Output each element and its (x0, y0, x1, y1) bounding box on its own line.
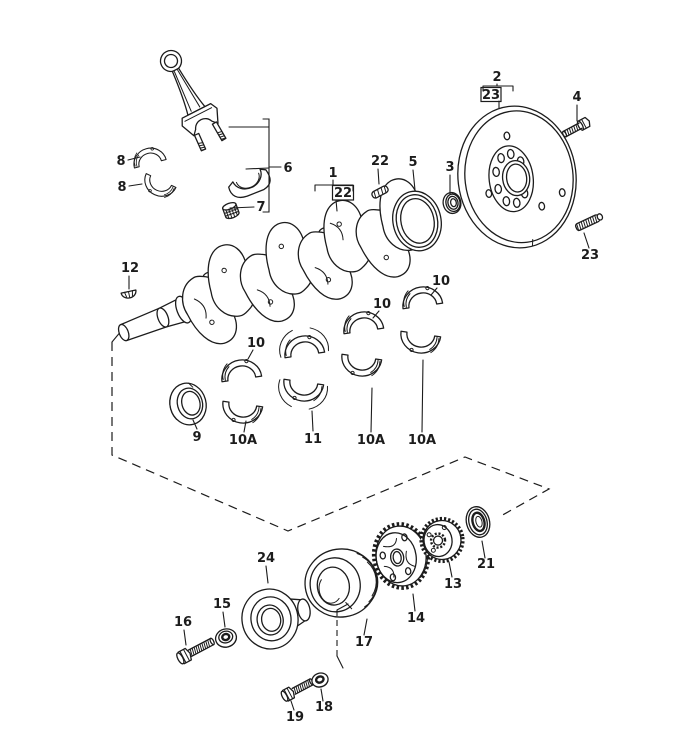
callout-16[interactable]: 16 (174, 615, 192, 630)
callout-box-22 (331, 184, 355, 201)
callout-3[interactable]: 3 (445, 160, 454, 175)
part-bushing-3 (442, 191, 462, 215)
callout-22-boxed[interactable]: 22 (334, 186, 352, 201)
callout-10-3[interactable]: 10 (432, 274, 450, 289)
callout-19[interactable]: 19 (286, 710, 304, 725)
callout-1[interactable]: 1 (328, 166, 337, 181)
callout-10-2[interactable]: 10 (373, 297, 391, 312)
part-gear-13 (419, 516, 465, 564)
callout-5[interactable]: 5 (408, 155, 417, 170)
part-seal-ring-5 (392, 190, 442, 252)
callout-4[interactable]: 4 (572, 90, 581, 105)
callout-21[interactable]: 21 (477, 557, 495, 572)
callout-24[interactable]: 24 (257, 551, 275, 566)
part-hub-24 (241, 588, 311, 650)
part-bearing-9 (169, 382, 207, 426)
part-rod-shell-8-lower (139, 173, 177, 203)
callout-11[interactable]: 11 (304, 432, 322, 447)
part-thrust-shell-11-lower (275, 377, 329, 412)
part-shell-10A-2 (338, 353, 383, 380)
part-woodruff-key-22 (371, 185, 389, 199)
rod-bracket (262, 118, 270, 213)
callout-10A-3[interactable]: 10A (408, 433, 436, 448)
part-shell-10A-1 (219, 400, 264, 427)
callout-15[interactable]: 15 (213, 597, 231, 612)
callout-13[interactable]: 13 (444, 577, 462, 592)
part-bolt-19 (280, 678, 315, 702)
callout-box-23 (480, 86, 502, 103)
part-flywheel (457, 105, 577, 249)
leader-lines (127, 83, 590, 711)
part-bolt-4 (561, 116, 591, 138)
part-shell-10-1 (218, 356, 263, 383)
callout-12[interactable]: 12 (121, 261, 139, 276)
callout-10A-2[interactable]: 10A (357, 433, 385, 448)
callout-23-boxed[interactable]: 23 (482, 88, 500, 103)
part-rod-shell-8-upper (129, 143, 167, 169)
callout-23[interactable]: 23 (581, 248, 599, 263)
callout-17[interactable]: 17 (355, 635, 373, 650)
callout-14[interactable]: 14 (407, 611, 425, 626)
part-seal-21 (465, 506, 491, 538)
callout-6[interactable]: 6 (283, 161, 292, 176)
callout-9[interactable]: 9 (192, 430, 201, 445)
callout-8b[interactable]: 8 (117, 180, 126, 195)
assembly-locator-lines (111, 329, 551, 532)
part-washer-15 (214, 628, 238, 648)
part-thrust-shell-11-upper (276, 325, 330, 360)
part-shell-10A-3 (397, 330, 442, 357)
part-connecting-rod (159, 49, 227, 152)
part-pulley-17 (304, 548, 379, 618)
callout-7[interactable]: 7 (256, 200, 265, 215)
pulley-bolt-locator-line (336, 603, 349, 669)
part-bolt-16 (176, 637, 215, 665)
part-rod-nut-7 (221, 201, 240, 220)
part-washer-18 (311, 672, 329, 688)
part-stud-23 (574, 213, 604, 232)
callout-8a[interactable]: 8 (116, 154, 125, 169)
callout-18[interactable]: 18 (315, 700, 333, 715)
part-woodruff-key-12 (120, 289, 137, 299)
flywheel-bracket (482, 83, 514, 92)
part-rod-cap (228, 168, 271, 199)
callout-10-1[interactable]: 10 (247, 336, 265, 351)
callout-22[interactable]: 22 (371, 154, 389, 169)
callout-2[interactable]: 2 (492, 70, 501, 85)
callout-10A-1[interactable]: 10A (229, 433, 257, 448)
